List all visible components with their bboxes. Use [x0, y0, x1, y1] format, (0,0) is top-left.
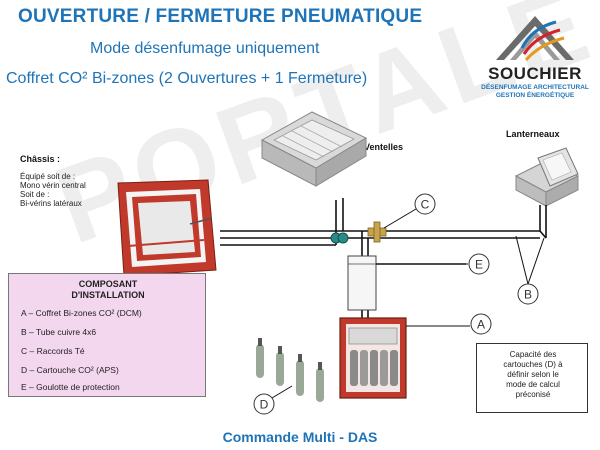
logo-tagline: DÉSENFUMAGE ARCHITECTURAL GESTION ÉNERGÉ…	[474, 84, 596, 100]
page-subtitle: Mode désenfumage uniquement	[90, 40, 320, 57]
svg-text:B: B	[524, 288, 532, 302]
legend-item-c: C – Raccords Té	[21, 346, 85, 356]
page-subtitle-2: Coffret CO² Bi-zones (2 Ouvertures + 1 F…	[6, 70, 368, 87]
logo-tagline-1: DÉSENFUMAGE ARCHITECTURAL	[481, 84, 589, 91]
page-title: OUVERTURE / FERMETURE PNEUMATIQUE	[18, 6, 423, 27]
callout-c: C	[414, 193, 436, 215]
capacity-note-box: Capacité des cartouches (D) à définir se…	[476, 343, 588, 413]
logo-name: SOUCHIER	[488, 64, 582, 83]
legend-title: COMPOSANT D'INSTALLATION	[71, 279, 145, 300]
logo-tagline-2: GESTION ÉNERGÉTIQUE	[495, 92, 575, 99]
legend-item-a: A – Coffret Bi-zones CO² (DCM)	[21, 308, 142, 318]
coffret-dcm	[339, 317, 407, 399]
legend-item-b: B – Tube cuivre 4x6	[21, 327, 97, 337]
copper-tubes	[220, 198, 547, 318]
callout-a: A	[470, 313, 492, 335]
svg-text:E: E	[475, 258, 483, 272]
callout-leaders	[271, 208, 545, 399]
svg-text:D: D	[260, 398, 269, 412]
ventelles-label: Ventelles	[364, 142, 404, 152]
callout-e: E	[468, 253, 490, 275]
chassis-description: Équipé soit de : Mono vérin central Soit…	[20, 172, 86, 208]
souchier-logo	[496, 16, 574, 62]
cartouches-aps	[256, 338, 324, 402]
chassis-window	[117, 179, 217, 277]
coffret-cartridges	[350, 350, 398, 386]
component-legend: COMPOSANT D'INSTALLATION A – Coffret Bi-…	[8, 273, 206, 397]
legend-item-d: D – Cartouche CO² (APS)	[21, 365, 119, 375]
svg-text:A: A	[477, 318, 485, 332]
goulotte-protection	[347, 255, 377, 311]
legend-item-e: E – Goulotte de protection	[21, 382, 120, 392]
raccords-te	[330, 221, 387, 244]
callout-d: D	[253, 393, 275, 415]
capacity-note: Capacité des cartouches (D) à définir se…	[503, 350, 563, 399]
ventelles-unit	[260, 111, 368, 187]
callout-b: B	[517, 283, 539, 305]
lanterneaux-unit	[514, 147, 580, 207]
logo-mark	[496, 16, 574, 62]
lanterneaux-label: Lanterneaux	[506, 129, 560, 139]
svg-text:C: C	[421, 198, 430, 212]
footer-title: Commande Multi - DAS	[222, 429, 378, 445]
chassis-title: Châssis :	[20, 154, 61, 164]
